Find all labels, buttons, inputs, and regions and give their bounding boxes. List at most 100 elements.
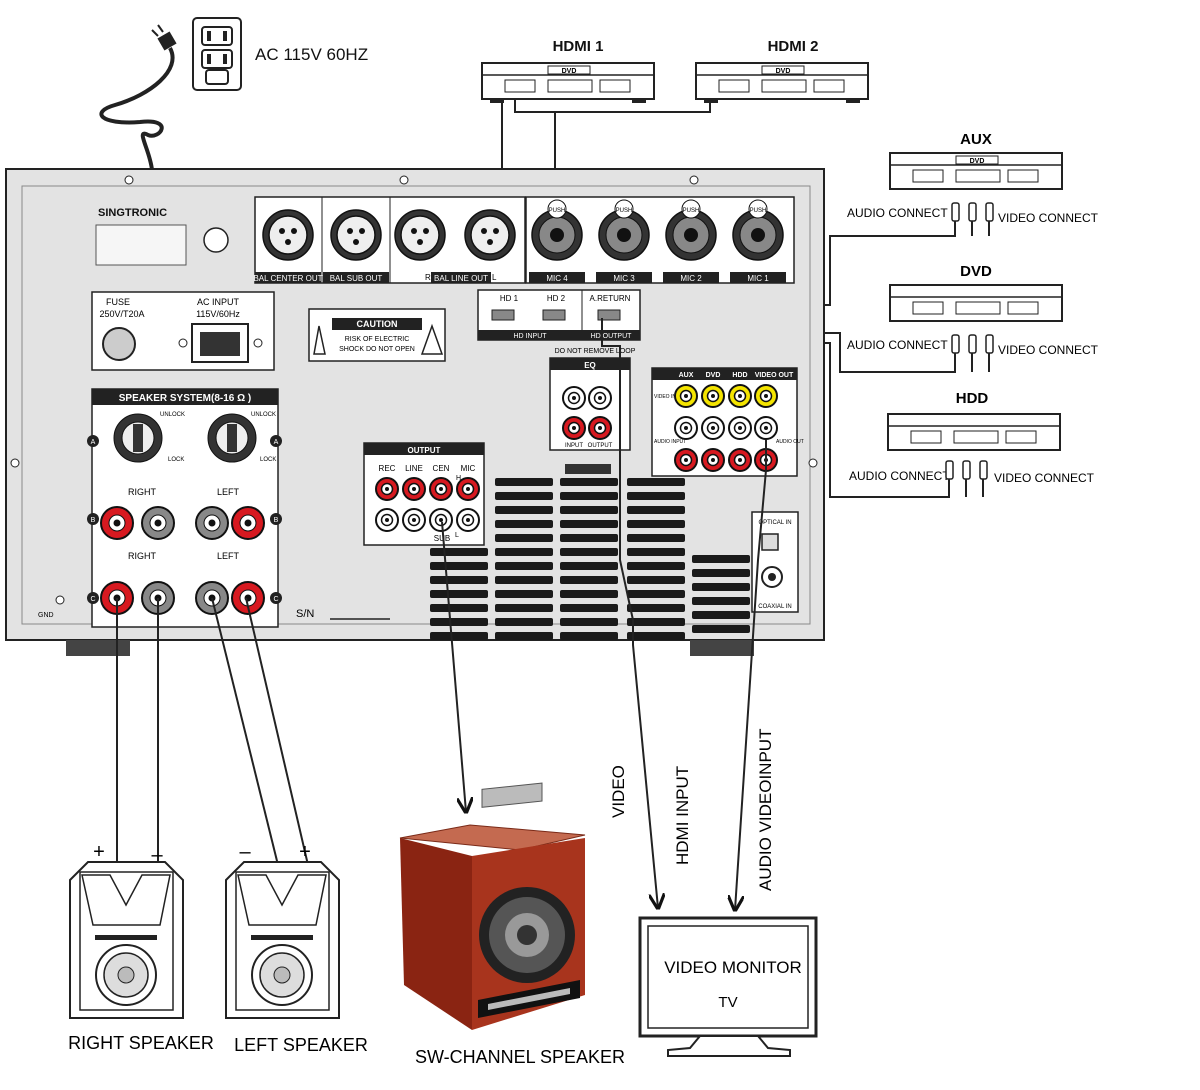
av-col-video-out: VIDEO OUT [755, 372, 794, 379]
speaker-row-label: B [274, 517, 279, 524]
output-h-label: H [456, 475, 461, 482]
aux-audio-connect: AUDIO CONNECT [847, 206, 948, 220]
left-speaker-plus: + [299, 841, 311, 863]
binding-post-icon [231, 506, 265, 540]
output-jack-icon [456, 508, 480, 532]
eq-jack-icon [562, 386, 586, 410]
binding-post-icon [195, 506, 229, 540]
audio-out-label: AUDIO OUT [776, 439, 804, 445]
left-label-c: LEFT [217, 551, 240, 561]
right-label-c: RIGHT [128, 551, 157, 561]
xlr-jack-icon [330, 209, 382, 261]
av-col-hdd: HDD [732, 372, 747, 379]
video-jack-icon [728, 384, 752, 408]
video-monitor: VIDEO MONITOR TV [638, 916, 818, 1057]
mic-label: MIC 2 [680, 274, 702, 283]
bal-line-out-label: BAL LINE OUT [434, 274, 488, 283]
output-l-label: L [455, 532, 459, 539]
aux-label: AUX [960, 131, 992, 148]
subwoofer [399, 782, 586, 1030]
shock-warning-icon [313, 325, 326, 355]
mic-jack-icon: PUSH [531, 199, 583, 261]
dvd-player: DVD AUDIO CONNECT VIDEO CONNECT [847, 263, 1099, 357]
av-col-aux: AUX [679, 372, 694, 379]
xlr-r-label: R [425, 273, 431, 282]
caution-label: CAUTION RISK OF ELECTRIC SHOCK DO NOT OP… [308, 308, 446, 362]
hdmi-port-icon [491, 309, 515, 321]
video-jack-icon [674, 384, 698, 408]
output-jack-icon [375, 477, 399, 501]
av-input-block: AUX DVD HDD VIDEO OUT VIDEO INPUT AUDIO … [651, 367, 804, 477]
audio-video-connection-label: AUDIO VIDEOINPUT [756, 729, 775, 891]
av-col-dvd: DVD [706, 372, 721, 379]
power-label: AC 115V 60HZ [255, 45, 368, 64]
output-col-rec: REC [379, 464, 396, 473]
hd1-label: HD 1 [500, 294, 519, 303]
right-speaker-plus: + [93, 841, 105, 863]
eq-note: DO NOT REMOVE LOOP [555, 348, 636, 355]
speakon-jack-icon [207, 413, 257, 463]
hdmi2-badge: DVD [776, 68, 791, 75]
output-jack-icon [375, 508, 399, 532]
caution-line2: SHOCK DO NOT OPEN [339, 346, 415, 353]
spec-label-plate [95, 224, 187, 266]
ventilation-grille [430, 478, 750, 640]
output-jack-icon [429, 477, 453, 501]
audio-jack-icon [674, 416, 698, 440]
eq-title: EQ [584, 361, 596, 370]
aux-player: AUX DVD AUDIO CONNECT VIDEO CONNECT [847, 131, 1099, 225]
bal-sub-out-label: BAL SUB OUT [330, 274, 383, 283]
power-plug-icon [151, 24, 177, 51]
mic-jack-icon: PUSH [732, 199, 784, 261]
left-speaker: – + [225, 841, 340, 1019]
unlock-label-left: UNLOCK [160, 412, 185, 418]
mic-jack-icon: PUSH [665, 199, 717, 261]
push-label: PUSH [616, 208, 633, 214]
right-speaker-minus: – [151, 844, 163, 866]
power-cord [99, 47, 212, 347]
preamp-output-block: OUTPUT REC LINE CEN MIC H L SUB [363, 442, 485, 546]
hdd-label: HDD [956, 390, 989, 407]
output-sub-label: SUB [434, 534, 450, 543]
audio-jack-icon [728, 448, 752, 472]
output-cables [116, 318, 767, 910]
hdmi1-player: HDMI 1 DVD [481, 38, 655, 103]
aux-video-connect: VIDEO CONNECT [998, 211, 1099, 225]
left-label-b: LEFT [217, 487, 240, 497]
unlock-label-right: UNLOCK [251, 412, 276, 418]
eq-jack-icon [588, 386, 612, 410]
areturn-label: A.RETURN [590, 294, 631, 303]
hdmi-port-icon [597, 309, 621, 321]
xlr-jack-icon [464, 209, 516, 261]
hd-output-label: HD OUTPUT [591, 333, 633, 340]
hdmi-input-connection-label: HDMI INPUT [673, 766, 692, 865]
speakon-jack-icon [113, 413, 163, 463]
hdmi2-label: HDMI 2 [768, 38, 819, 55]
binding-post-icon [100, 506, 134, 540]
eq-input-label: INPUT [565, 443, 583, 449]
speaker-row-label: A [274, 439, 279, 446]
dvd-label: DVD [960, 263, 992, 280]
push-label: PUSH [683, 208, 700, 214]
binding-post-icon [141, 506, 175, 540]
speaker-row-label: C [273, 596, 278, 603]
subwoofer-label: SW-CHANNEL SPEAKER [415, 1047, 625, 1067]
hd2-label: HD 2 [547, 294, 566, 303]
binding-post-icon [231, 581, 265, 615]
hdmi-port-icon [542, 309, 566, 321]
caution-title: CAUTION [357, 319, 398, 329]
right-speaker-label: RIGHT SPEAKER [68, 1033, 214, 1053]
ground-screw-icon [55, 595, 65, 605]
eq-jack-icon [588, 416, 612, 440]
monitor-line1: VIDEO MONITOR [664, 958, 802, 977]
eq-loop-block: DO NOT REMOVE LOOP EQ INPUT OUTPUT [549, 348, 636, 474]
hdd-audio-connect: AUDIO CONNECT [849, 469, 950, 483]
aux-badge: DVD [970, 158, 985, 165]
video-jack-icon [754, 384, 778, 408]
hdmi1-label: HDMI 1 [553, 38, 604, 55]
lock-label-right: LOCK [260, 457, 276, 463]
left-speaker-minus: – [239, 841, 251, 863]
hdd-video-connect: VIDEO CONNECT [994, 471, 1095, 485]
audio-jack-icon [674, 448, 698, 472]
